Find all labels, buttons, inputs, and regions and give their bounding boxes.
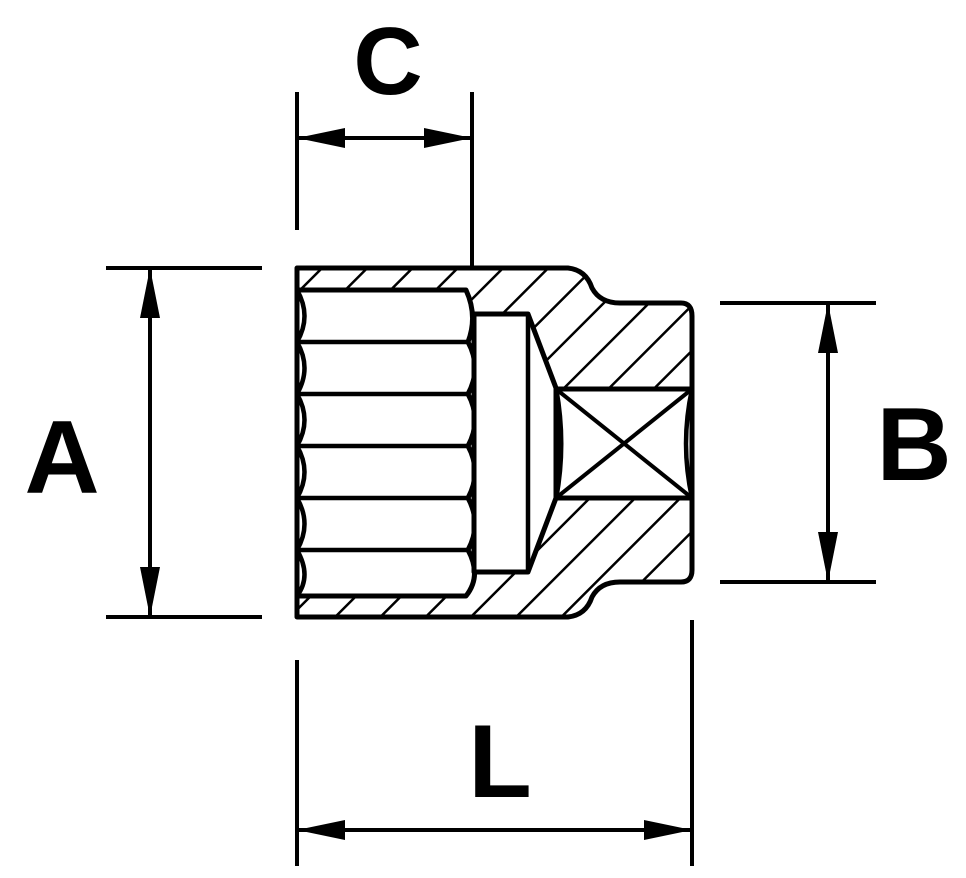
label-l: L [468, 704, 532, 820]
bore-scallop-lines [295, 288, 468, 598]
dimension-c: C [295, 8, 474, 268]
label-a: A [24, 400, 99, 516]
label-c: C [353, 8, 422, 115]
chamber-cavity [471, 311, 559, 575]
inner-chamber [471, 311, 559, 575]
twelve-point-bore [294, 287, 478, 599]
label-b: B [876, 387, 951, 503]
dimension-b: B [720, 301, 952, 584]
bore-cavity [294, 287, 478, 599]
dimension-l: L [295, 620, 694, 866]
square-drive-recess [553, 386, 695, 501]
dimension-a: A [24, 266, 262, 619]
